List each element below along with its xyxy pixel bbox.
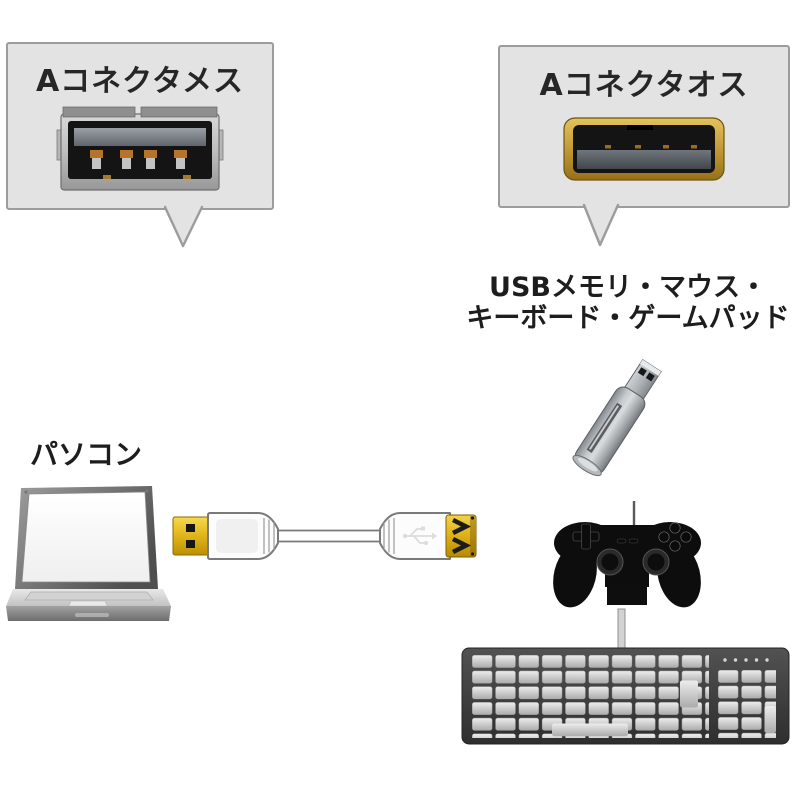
devices-caption-line1: USBメモリ・マウス・: [489, 272, 767, 303]
callout-a-connector-female: Aコネクタメス: [6, 42, 274, 210]
usb-extension-cable-illustration: [172, 512, 477, 560]
pc-caption: パソコン: [29, 438, 142, 471]
gamepad-illustration: [553, 501, 701, 608]
cable-gold-female-end: [445, 514, 477, 558]
usb-memory-illustration: [572, 358, 662, 477]
gamepad-dpad: [572, 523, 600, 550]
gamepad-buttons: [658, 522, 692, 552]
callout-a-female-tail: [164, 205, 204, 248]
laptop-keyboard-area: [24, 591, 154, 601]
cable-gold-plug: [172, 516, 210, 556]
devices-caption-line2: キーボード・ゲームパッド: [466, 303, 790, 334]
callout-a-male-tail: [582, 202, 620, 247]
devices-caption: USBメモリ・マウス・ キーボード・ゲームパッド: [450, 272, 800, 334]
usb-a-male-plug-photo: [563, 117, 725, 181]
keyboard-spacebar: [552, 723, 628, 737]
usb-trident-icon: [402, 526, 437, 545]
laptop-illustration: [6, 486, 171, 621]
callout-a-connector-male: Aコネクタオス: [498, 45, 790, 208]
keyboard-illustration: [461, 608, 790, 745]
cable-cord: [273, 529, 385, 543]
male-plug-contacts: [605, 145, 697, 149]
usb-a-female-port-photo: [56, 106, 224, 191]
female-port-contacts: [90, 150, 187, 169]
gamepad-analog-sticks: [596, 548, 670, 576]
callout-a-female-label: Aコネクタメス: [35, 64, 245, 99]
keyboard-cord: [617, 608, 626, 652]
callout-a-male-label: Aコネクタオス: [539, 68, 749, 103]
keyboard-indicator-lights: [723, 658, 769, 662]
keyboard-enter-key: [680, 680, 698, 708]
laptop-screen: [21, 491, 151, 583]
